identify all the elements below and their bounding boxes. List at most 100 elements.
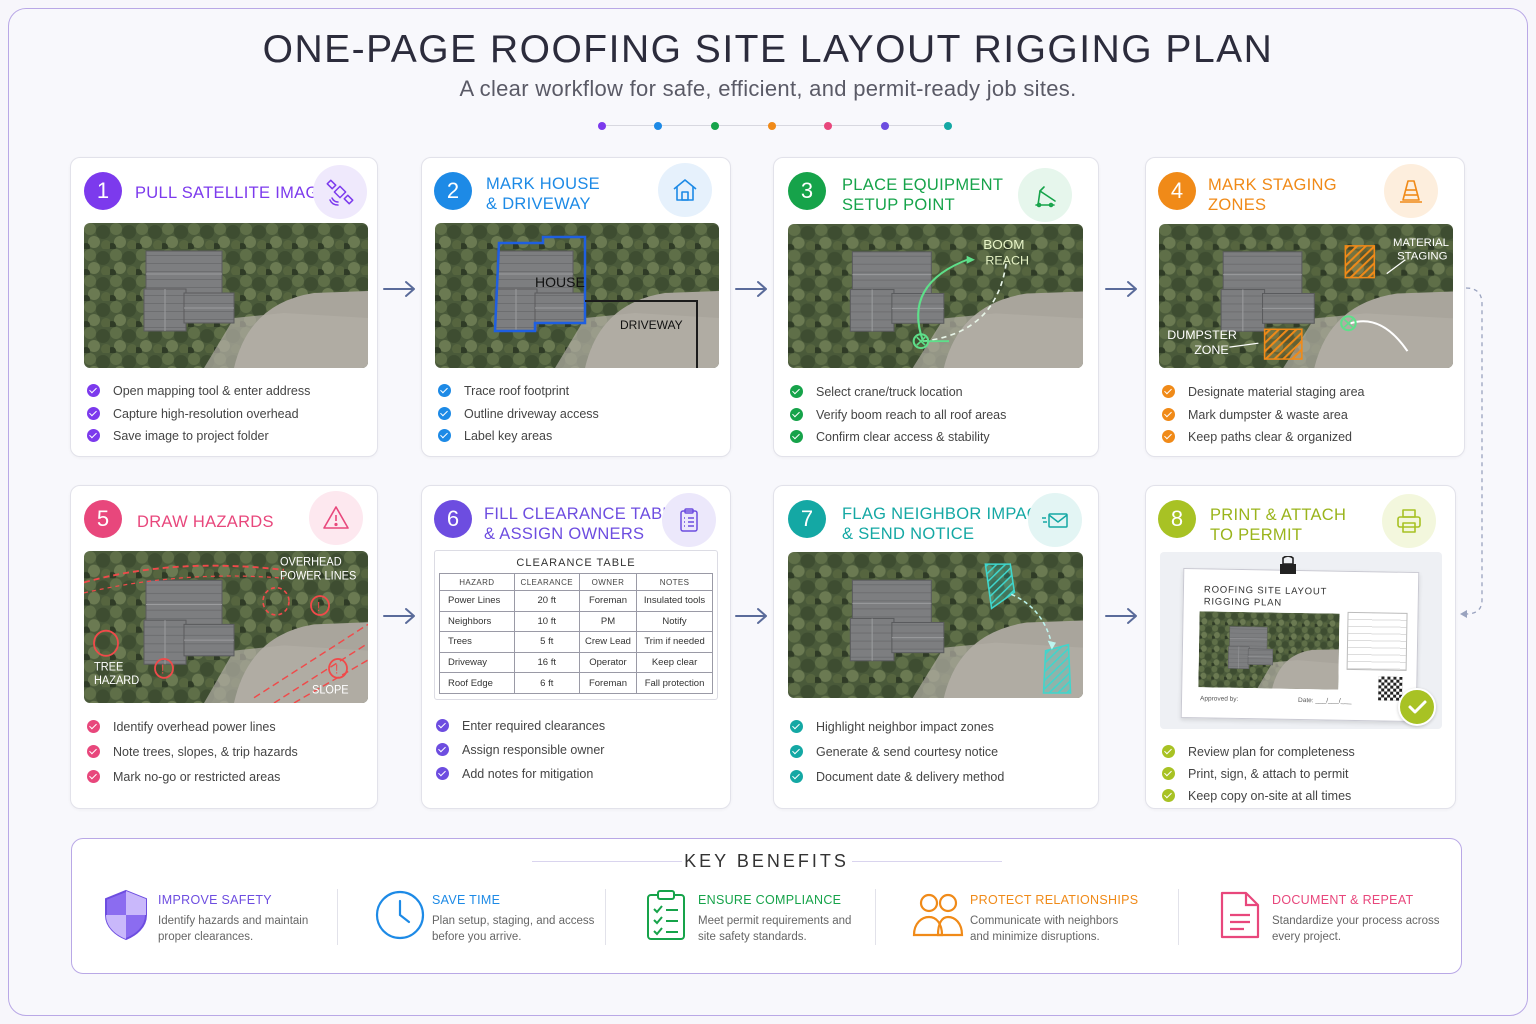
power-lines-label: POWER LINES bbox=[280, 570, 356, 582]
flow-arrow-icon bbox=[383, 281, 415, 297]
list-item: Print, sign, & attach to permit bbox=[1162, 766, 1355, 788]
list-item: Capture high-resolution overhead bbox=[87, 406, 310, 429]
clock-icon bbox=[375, 890, 425, 940]
benefit-name: DOCUMENT & REPEAT bbox=[1272, 893, 1414, 907]
step-number-badge: 3 bbox=[788, 172, 826, 210]
column-header: NOTES bbox=[636, 573, 713, 591]
step-number-badge: 1 bbox=[84, 172, 122, 210]
step-title: FLAG NEIGHBOR IMPACTS& SEND NOTICE bbox=[842, 505, 1061, 543]
list-item: Outline driveway access bbox=[438, 406, 599, 429]
flow-arrow-icon bbox=[735, 608, 767, 624]
hazards-image: ! ! ! OVERHEAD POWER LINES TREE HAZARD S… bbox=[84, 551, 368, 703]
page-title: ONE-PAGE ROOFING SITE LAYOUT RIGGING PLA… bbox=[262, 28, 1274, 71]
house-label: HOUSE bbox=[535, 274, 585, 290]
benefit-name: PROTECT RELATIONSHIPS bbox=[970, 893, 1139, 907]
step-card-7: 7 FLAG NEIGHBOR IMPACTS& SEND NOTICE Hig… bbox=[773, 485, 1099, 809]
table-cell: Power Lines bbox=[439, 590, 515, 612]
table-cell: Insulated tools bbox=[636, 590, 713, 612]
checklist-icon bbox=[647, 890, 685, 940]
staging-zones-image: MATERIAL STAGING DUMPSTER ZONE bbox=[1159, 224, 1453, 368]
list-item: Highlight neighbor impact zones bbox=[790, 719, 1004, 744]
satellite-icon bbox=[313, 165, 367, 219]
page-subtitle: A clear workflow for safe, efficient, an… bbox=[459, 76, 1077, 101]
flow-arrow-icon bbox=[1105, 281, 1137, 297]
plan-table-thumbnail bbox=[1346, 611, 1408, 671]
table-cell: Crew Lead bbox=[578, 631, 638, 653]
benefit-desc: Standardize your process across every pr… bbox=[1272, 915, 1440, 943]
connector-arrow-icon bbox=[1460, 287, 1483, 618]
flow-arrow-icon bbox=[383, 608, 415, 624]
qr-code bbox=[1378, 676, 1403, 701]
table-cell: Notify bbox=[636, 610, 713, 633]
list-item: Select crane/truck location bbox=[790, 384, 1006, 407]
step-number-badge: 7 bbox=[788, 500, 826, 538]
svg-text:!: ! bbox=[161, 662, 164, 676]
table-row: Neighbors 10 ft PM Notify bbox=[439, 610, 713, 633]
list-item: Note trees, slopes, & trip hazards bbox=[87, 744, 298, 769]
step-card-1: 1 PULL SATELLITE IMAGE Open mapping tool… bbox=[70, 157, 378, 457]
list-item: Trace roof footprint bbox=[438, 383, 599, 406]
table-row: Driveway 16 ft Operator Keep clear bbox=[439, 651, 713, 674]
table-cell: 5 ft bbox=[513, 631, 580, 653]
slope-label: SLOPE bbox=[312, 684, 349, 696]
clearance-table: CLEARANCE TABLE HAZARD CLEARANCE OWNER N… bbox=[434, 550, 718, 700]
list-item: Keep copy on-site at all times bbox=[1162, 788, 1355, 810]
driveway-label: DRIVEWAY bbox=[620, 318, 683, 332]
neighbor-impacts-image bbox=[788, 552, 1083, 698]
list-item: Verify boom reach to all roof areas bbox=[790, 407, 1006, 430]
shield-icon bbox=[105, 889, 147, 941]
house-driveway-image: HOUSE DRIVEWAY bbox=[435, 223, 719, 368]
send-mail-icon bbox=[1028, 493, 1082, 547]
list-item: Identify overhead power lines bbox=[87, 719, 298, 744]
house-icon bbox=[658, 163, 712, 217]
overhead-label: OVERHEAD bbox=[280, 556, 342, 568]
list-item: Designate material staging area bbox=[1162, 384, 1365, 407]
traffic-cone-icon bbox=[1384, 164, 1438, 218]
list-item: Confirm clear access & stability bbox=[790, 429, 1006, 452]
table-cell: Driveway bbox=[439, 651, 515, 674]
table-row: Trees 5 ft Crew Lead Trim if needed bbox=[439, 631, 713, 653]
table-cell: Keep clear bbox=[636, 651, 713, 674]
table-cell: Roof Edge bbox=[439, 672, 515, 694]
table-cell: Fall protection bbox=[636, 672, 713, 694]
step-title: FILL CLEARANCE TABLE& ASSIGN OWNERS bbox=[484, 505, 684, 543]
plan-thumbnail bbox=[1198, 611, 1340, 690]
list-item: Add notes for mitigation bbox=[436, 766, 605, 790]
crane-icon bbox=[1018, 168, 1072, 222]
list-item: Mark no-go or restricted areas bbox=[87, 769, 298, 794]
document-icon bbox=[1220, 891, 1260, 939]
step-number-badge: 6 bbox=[434, 500, 472, 538]
doc-title-2: RIGGING PLAN bbox=[1203, 596, 1283, 609]
step-number-badge: 2 bbox=[434, 172, 472, 210]
column-header: OWNER bbox=[578, 573, 638, 591]
list-item: Document date & delivery method bbox=[790, 769, 1004, 794]
table-cell: 6 ft bbox=[513, 672, 580, 694]
benefits-title: KEY BENEFITS bbox=[684, 851, 849, 871]
benefit-name: IMPROVE SAFETY bbox=[158, 893, 272, 907]
table-cell: 10 ft bbox=[513, 610, 580, 633]
staging-label: STAGING bbox=[1397, 251, 1447, 263]
table-row: Roof Edge 6 ft Foreman Fall protection bbox=[439, 672, 713, 694]
table-cell: Foreman bbox=[578, 672, 638, 694]
printed-plan: ROOFING SITE LAYOUT RIGGING PLAN Approve… bbox=[1180, 567, 1420, 723]
satellite-image bbox=[84, 223, 368, 368]
benefit-desc: Identify hazards and maintain proper cle… bbox=[158, 915, 309, 943]
step-card-5: 5 DRAW HAZARDS ! ! ! OVERHEAD POWER LINE… bbox=[70, 485, 378, 809]
benefit-desc: Meet permit requirements and site safety… bbox=[698, 915, 852, 943]
list-item: Review plan for completeness bbox=[1162, 744, 1355, 766]
step-number-badge: 4 bbox=[1158, 172, 1196, 210]
step-number-badge: 5 bbox=[84, 500, 122, 538]
list-item: Keep paths clear & organized bbox=[1162, 429, 1365, 452]
list-item: Label key areas bbox=[438, 428, 599, 451]
list-item: Generate & send courtesy notice bbox=[790, 744, 1004, 769]
flow-arrow-icon bbox=[1105, 608, 1137, 624]
reach-label: REACH bbox=[985, 254, 1029, 268]
binder-clip-icon bbox=[1279, 555, 1297, 576]
zone-label: ZONE bbox=[1194, 343, 1228, 357]
dumpster-label: DUMPSTER bbox=[1167, 328, 1237, 342]
benefit-name: ENSURE COMPLIANCE bbox=[698, 893, 842, 907]
table-cell: PM bbox=[578, 610, 638, 633]
key-benefits-panel: KEY BENEFITS IMPROVE SAFETY Identify haz… bbox=[71, 838, 1462, 974]
